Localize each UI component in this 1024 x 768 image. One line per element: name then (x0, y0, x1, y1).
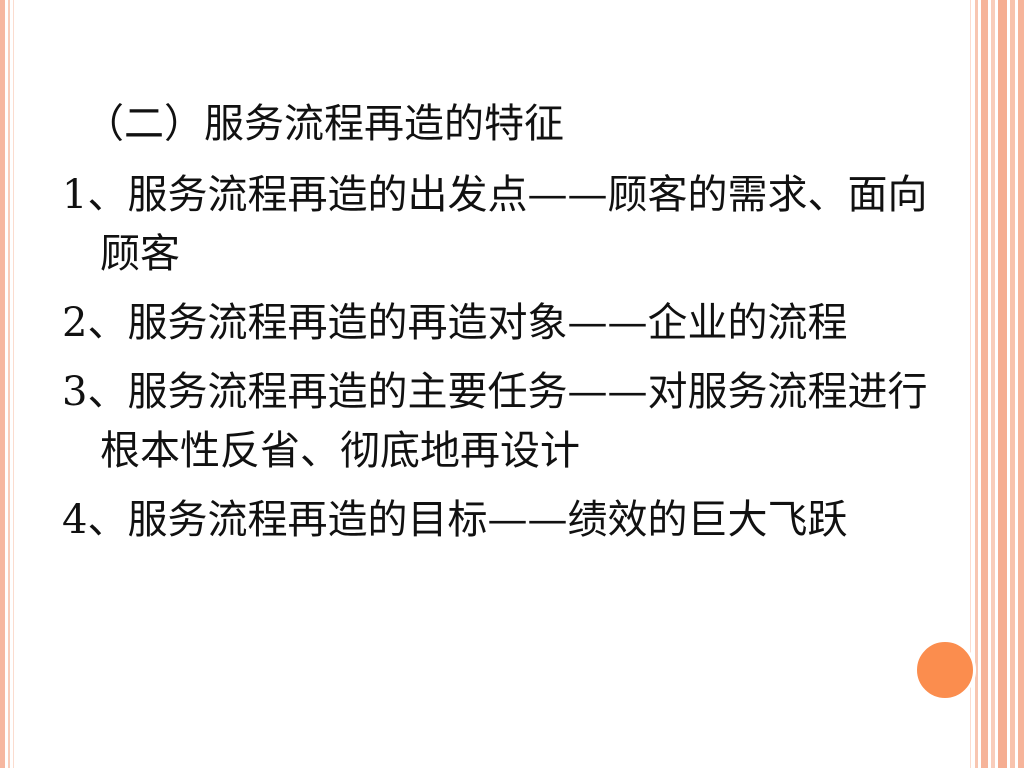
right-border-stripe (991, 0, 995, 768)
right-border-stripe (970, 0, 971, 768)
left-border-stripe (13, 0, 14, 768)
right-border-stripe (1018, 0, 1024, 768)
list-item: 3、服务流程再造的主要任务——对服务流程进行根本性反省、彻底地再设计 (62, 369, 928, 474)
left-border-stripe (8, 0, 10, 768)
list-item: 1、服务流程再造的出发点——顾客的需求、面向顾客 (62, 172, 928, 277)
right-border-stripe (998, 0, 1007, 768)
left-border-stripe (0, 0, 5, 768)
list-item: 2、服务流程再造的再造对象——企业的流程 (62, 300, 848, 346)
right-border-stripe (975, 0, 978, 768)
decorative-circle-icon (914, 639, 976, 701)
section-heading: （二）服务流程再造的特征 (84, 101, 564, 147)
right-border-stripe (981, 0, 988, 768)
slide-body: （二）服务流程再造的特征 1、服务流程再造的出发点——顾客的需求、面向顾客 2、… (62, 95, 962, 560)
list-item: 4、服务流程再造的目标——绩效的巨大飞跃 (62, 497, 848, 543)
right-border-stripe (1010, 0, 1015, 768)
